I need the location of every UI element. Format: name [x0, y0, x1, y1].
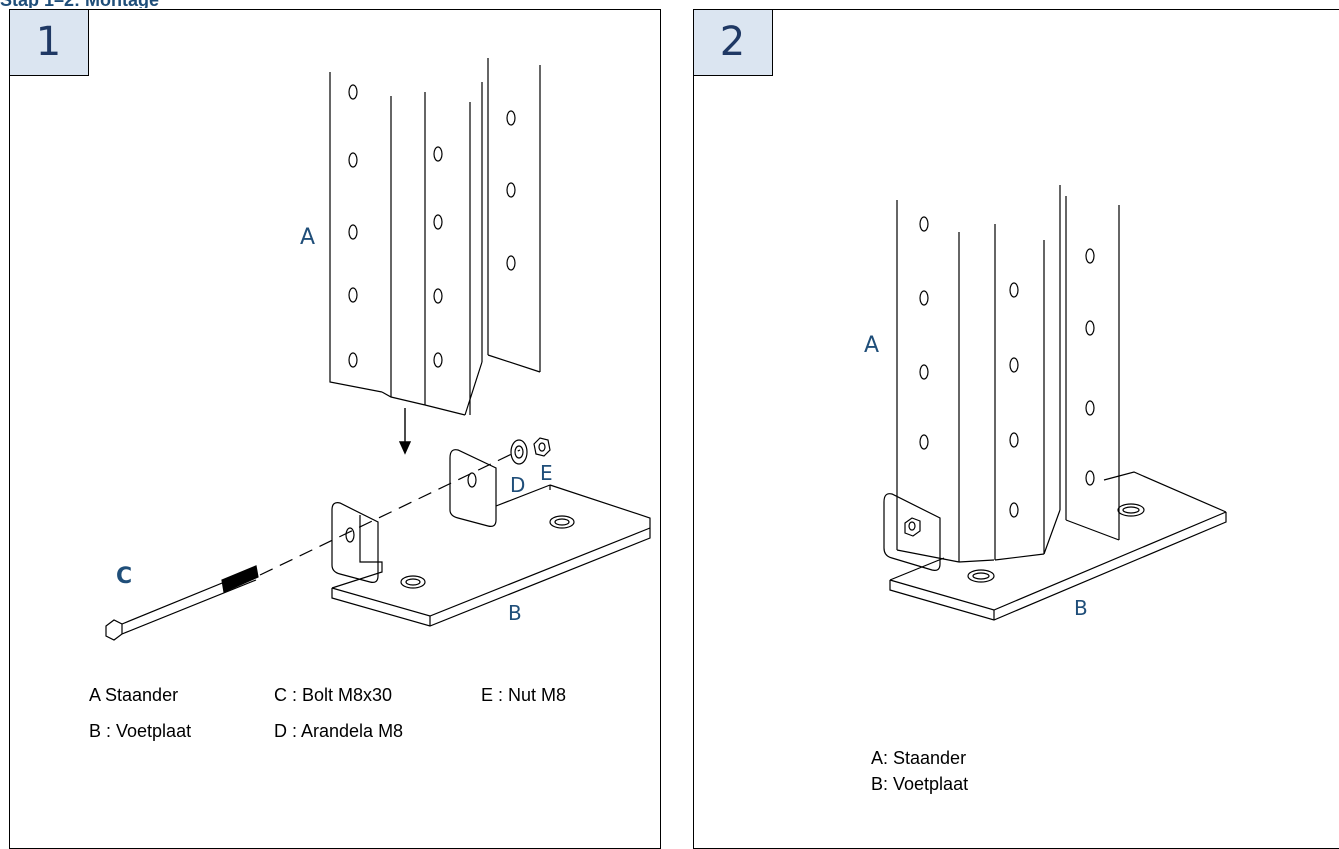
- nut: [533, 437, 551, 457]
- bolted-tab: [883, 493, 941, 571]
- arrow-down-icon: [398, 408, 412, 455]
- base-plate: [331, 449, 651, 627]
- legend-item-b: B : Voetplaat: [89, 721, 192, 741]
- assembled-illustration: A B: [864, 185, 1227, 621]
- upright-column: [896, 185, 1120, 563]
- label-b: B: [1074, 596, 1088, 620]
- label-e: E: [540, 461, 553, 485]
- legend-item-d: D : Arandela M8: [274, 721, 404, 741]
- step-number-badge: 1: [8, 8, 89, 76]
- legend-item-a: A Staander: [89, 685, 179, 705]
- legend-item-b: B: Voetplaat: [871, 774, 969, 794]
- base-plate: [889, 471, 1227, 621]
- step-panel-2: 2: [692, 8, 1339, 849]
- bolt: [105, 565, 259, 641]
- exploded-assembly-illustration: A B C D E: [105, 58, 651, 641]
- washer: [510, 439, 528, 465]
- label-d: D: [510, 473, 525, 497]
- upright-column: [329, 58, 541, 416]
- page-header: Stap 1–2: Montage: [0, 0, 400, 8]
- label-a: A: [864, 333, 879, 358]
- label-a: A: [300, 225, 315, 250]
- step-number-badge: 2: [692, 8, 773, 76]
- label-b: B: [508, 601, 522, 625]
- step-panel-1: 1: [8, 8, 661, 849]
- legend-item-c: C : Bolt M8x30: [274, 685, 393, 705]
- legend-item-a: A: Staander: [871, 748, 967, 768]
- legend-item-e: E : Nut M8: [481, 685, 567, 705]
- label-c: C: [116, 564, 132, 589]
